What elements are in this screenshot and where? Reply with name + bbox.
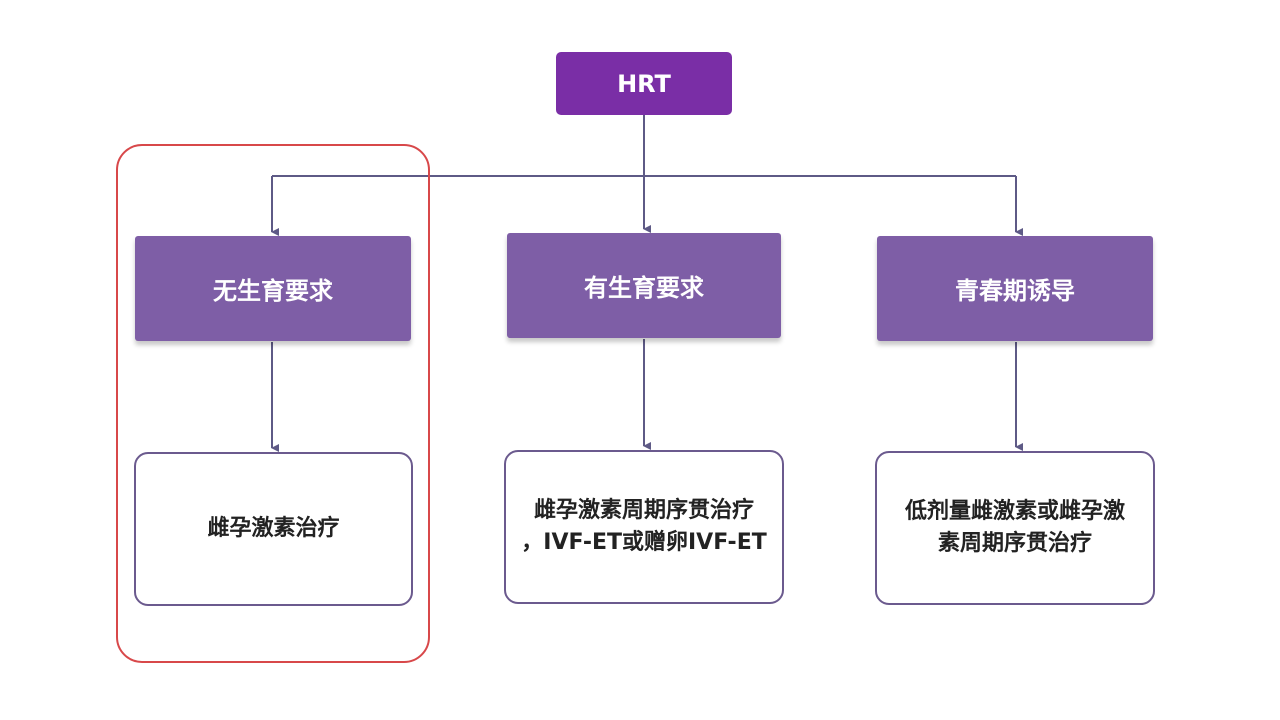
category-label: 青春期诱导 (955, 277, 1075, 305)
category-label: 有生育要求 (584, 274, 704, 302)
root-label: HRT (617, 69, 671, 98)
category-node-no-fertility: 无生育要求 (135, 236, 411, 341)
treatment-label: 低剂量雌激素或雌孕激 素周期序贯治疗 (904, 499, 1125, 556)
root-node: HRT (556, 52, 732, 115)
treatment-label: 雌孕激素治疗 (207, 516, 340, 542)
highlight-frame (116, 144, 430, 663)
category-label: 无生育要求 (213, 277, 333, 305)
treatment-node-no-fertility: 雌孕激素治疗 (134, 452, 413, 606)
category-node-puberty: 青春期诱导 (877, 236, 1153, 341)
treatment-label: 雌孕激素周期序贯治疗 ，IVF-ET或赠卵IVF-ET (521, 498, 767, 555)
treatment-node-fertility: 雌孕激素周期序贯治疗 ，IVF-ET或赠卵IVF-ET (504, 450, 784, 604)
treatment-node-puberty: 低剂量雌激素或雌孕激 素周期序贯治疗 (875, 451, 1155, 605)
category-node-fertility: 有生育要求 (507, 233, 781, 338)
